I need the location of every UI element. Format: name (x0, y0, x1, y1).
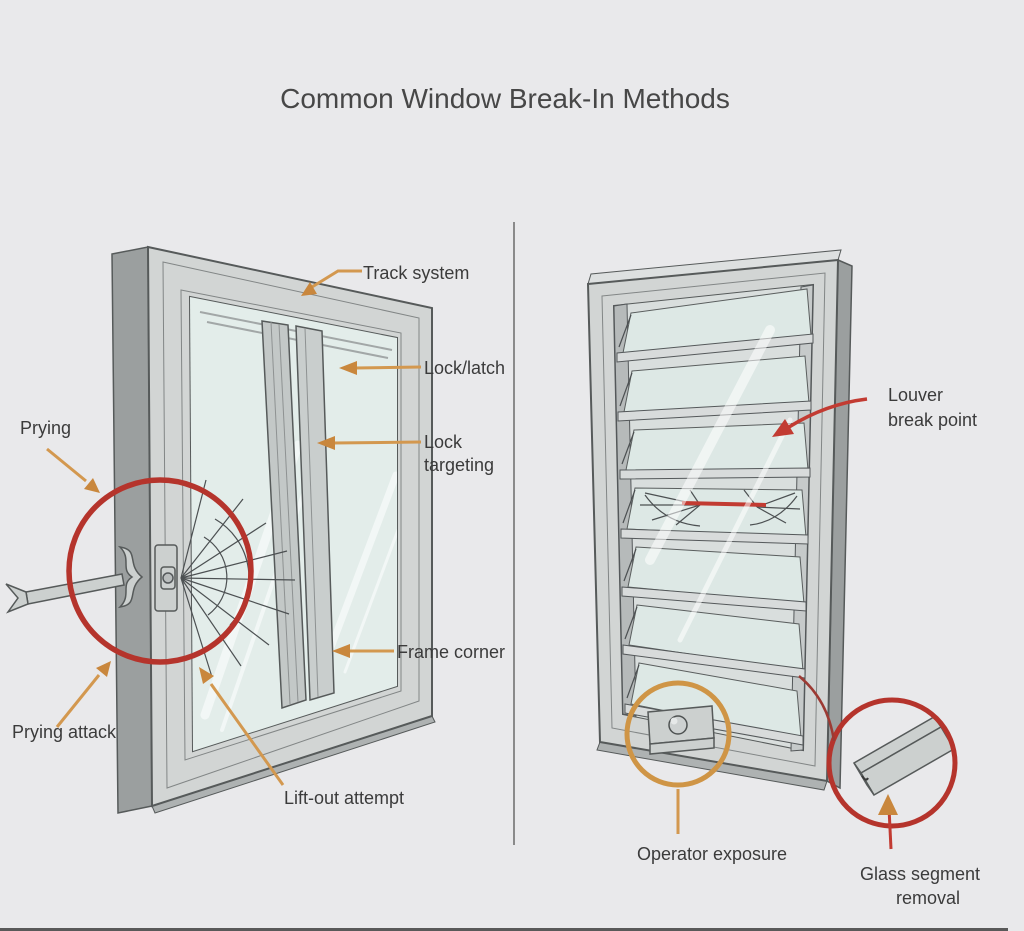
louver-window-callouts: Louver break point Operator exposure Gla… (637, 385, 980, 908)
lift-out-leader (209, 683, 285, 786)
crank-operator (647, 705, 715, 755)
prying-attack-highlight-circle (66, 477, 254, 665)
glass-segment-highlight-circle (826, 697, 958, 829)
track-system-arrowhead-icon (301, 282, 317, 296)
pry-bar-fork (5, 583, 29, 614)
front-sash-stile (261, 320, 307, 710)
bottom-border-line (0, 928, 1008, 931)
label-lock-targeting-line2: targeting (424, 455, 494, 475)
frame-bevel-outer (162, 261, 420, 789)
louver-frame-bevel (601, 272, 826, 767)
louver-slat (622, 604, 806, 679)
operator-box-lip (649, 737, 715, 755)
rear-sash-stile (295, 325, 335, 701)
louver-window-figure (586, 249, 958, 829)
prying-attack-leader (55, 674, 101, 728)
prying-leader (46, 447, 87, 483)
frame-corner-arrowhead-icon (332, 644, 350, 658)
label-prying-attack: Prying attack (12, 722, 117, 742)
label-glass-segment-line2: removal (896, 888, 960, 908)
label-prying: Prying (20, 418, 71, 438)
label-louver-break-line1: Louver (888, 385, 943, 405)
louver-slat (621, 546, 807, 612)
louver-left-jamb-channel (613, 303, 637, 717)
sash-pull-handle (117, 545, 144, 609)
louver-break-leader (788, 397, 868, 429)
sliding-window-figure (5, 245, 436, 814)
frame-bevel-inner (180, 289, 402, 761)
segment-origin-leader (798, 675, 836, 742)
window-frame-side-face (111, 246, 153, 814)
lock-latch-arrowhead-icon (339, 361, 357, 375)
louver-reflections (645, 325, 793, 643)
lock-targeting-arrowhead-icon (317, 436, 335, 450)
louver-break-line-mark (681, 501, 767, 507)
rear-sash-stile-line (304, 327, 319, 698)
label-track-system: Track system (363, 263, 469, 283)
page-title: Common Window Break-In Methods (280, 83, 730, 114)
prying-attack-arrowhead-icon (96, 661, 111, 677)
track-system-leader (311, 269, 362, 289)
label-glass-segment-line1: Glass segment (860, 864, 980, 884)
front-sash-stile-line-2 (278, 323, 299, 703)
lock-latch-leader (354, 365, 422, 370)
label-louver-break-line2: break point (888, 410, 977, 430)
glass-crack-lines (180, 479, 296, 678)
latch-knob (162, 572, 174, 584)
front-sash-stile-line-1 (270, 321, 291, 705)
glass-segment-arrowhead-icon (878, 794, 898, 815)
operator-highlight-circle (624, 680, 732, 788)
louver-break-arrowhead-icon (772, 419, 794, 437)
label-lock-latch: Lock/latch (424, 358, 505, 378)
label-lock-targeting-line1: Lock (424, 432, 463, 452)
segment-glass-shard (861, 775, 869, 781)
louver-slat (617, 355, 812, 422)
lift-out-arrowhead-icon (199, 667, 214, 684)
label-operator-exposure: Operator exposure (637, 844, 787, 864)
prying-arrowhead-icon (84, 478, 100, 493)
label-lift-out: Lift-out attempt (284, 788, 404, 808)
lock-targeting-leader (332, 440, 422, 445)
operator-knob-highlight (670, 717, 678, 725)
label-frame-corner: Frame corner (397, 642, 505, 662)
louver-slat-cracked (620, 487, 809, 545)
sliding-window-callouts: Track system Lock/latch Lock targeting F… (12, 263, 505, 808)
